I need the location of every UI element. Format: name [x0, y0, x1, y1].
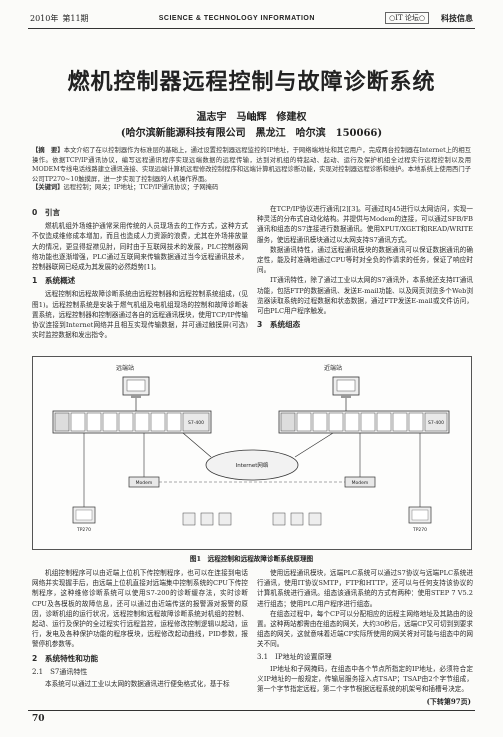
right-plc-label: S7-400 — [428, 420, 444, 426]
section-2-1-text: 本系统可以通过工业以太网的数据通讯进行便免格式化，基于标 — [45, 680, 230, 689]
issue-label: 第11期 — [62, 13, 89, 23]
left-bottom-text: 机组控制程序可以由近端上位机下传控制程序，也可以在连接到电话网络并实现握手后，由… — [32, 569, 248, 649]
header-rule — [28, 28, 475, 29]
system-diagram: 远端站 近端站 — [34, 358, 470, 548]
internet-label: Internet网络 — [236, 461, 269, 469]
right-bottom-paragraph-2: 在组态过程中，每个CP可以分配相应的远程主网络地址及其路由的设置。这种两站都需由… — [257, 609, 473, 649]
left-plc-rack: S7-400 — [52, 410, 212, 434]
section-3-1-heading: 3.1 IP地址的设置原理 — [257, 652, 332, 661]
left-modem-icon: Modem — [128, 476, 160, 488]
right-paragraph-2: 数据通讯特性，通过远程通讯模块的数据通讯可以保证数据通讯的确定性，能及时准确地通… — [257, 245, 473, 275]
section-2-1-heading: 2.1 S7通讯特性 — [32, 667, 88, 676]
issue-info: 2010年 第11期 — [30, 13, 89, 24]
section-3-1-text: IP地址和子网掩码，在组态中各个节点所指定的IP地址，必须符合定义IP地址的一般… — [257, 664, 473, 694]
local-station-title: 近端站 — [324, 364, 342, 372]
abstract-label: 【摘 要】 — [32, 147, 64, 154]
section-3-heading: 3 系统组态 — [257, 320, 301, 330]
left-monitor-icon — [122, 376, 150, 398]
remote-station-title: 远端站 — [116, 364, 134, 372]
journal-name: SCIENCE & TECHNOLOGY INFORMATION — [158, 14, 315, 22]
left-modem-label: Modem — [136, 480, 153, 486]
right-modem-label: Modem — [352, 480, 369, 486]
figure-1: 远端站 近端站 — [32, 356, 472, 550]
section-label: 科技信息 — [441, 12, 473, 23]
right-column-top: 在TCP/IP协议进行通讯[2][3]。可通过RJ45进行以太网访问，实现一种灵… — [257, 204, 473, 333]
right-network-link — [294, 432, 334, 458]
section-0-heading: 0 引言 — [32, 208, 61, 217]
footer-rule — [28, 710, 475, 711]
abstract-text: 本文介绍了在以控制器作为标准层的基础上，通过设置控制器远程监控的IP地址，于网络… — [32, 147, 471, 183]
keywords: 【关键词】远程控制；网关；IP地址；TCP/IP通讯协议；子网掩码 — [32, 182, 471, 191]
right-hmi-icon: TP270 — [408, 506, 432, 533]
left-column-bottom: 机组控制程序可以由近端上位机下传控制程序，也可以在连接到电话网络并实现握手后，由… — [32, 568, 248, 689]
page-number: 70 — [32, 714, 45, 724]
right-bottom-text: 使用远程通讯模块，远端PLC系统可以通过S7协议与远端PLC系统进行通讯，使用I… — [257, 569, 473, 608]
right-modem-icon: Modem — [344, 476, 376, 488]
year-label: 2010年 — [30, 13, 59, 23]
left-column-top: 0 引言 燃机机组外场维护通常采用传统的人员现场去的工作方式，这种方式不仅造成维… — [32, 204, 248, 340]
continued-note: (下转第97页) — [426, 697, 471, 706]
right-plc-rack: S7-400 — [278, 410, 450, 434]
article-title: 燃机控制器远程控制与故障诊断系统 — [67, 70, 436, 95]
section-0-text: 燃机机组外场维护通常采用传统的人员现场去的工作方式，这种方式不仅造成维修成本增加… — [32, 222, 248, 272]
left-plc-label: S7-400 — [188, 420, 204, 426]
keywords-label: 【关键词】 — [32, 184, 64, 191]
internet-cloud: Internet网络 — [205, 449, 299, 481]
right-hmi-label: TP270 — [412, 527, 427, 533]
section-1-text: 远程控制和远程故障诊断系统由远程控制器和远程控制系统组成，(见图1)。远程控制系… — [32, 290, 248, 340]
right-column-bottom: 使用远程通讯模块，远端PLC系统可以通过S7协议与远端PLC系统进行通讯，使用I… — [257, 568, 473, 694]
keywords-text: 远程控制；网关；IP地址；TCP/IP通讯协议；子网掩码 — [63, 184, 219, 191]
bottom-device-row — [182, 512, 322, 526]
abstract: 【摘 要】本文介绍了在以控制器作为标准层的基础上，通过设置控制器远程监控的IP地… — [32, 146, 471, 184]
section-1-heading: 1 系统概述 — [32, 276, 76, 286]
right-monitor-icon — [332, 376, 360, 398]
figure-caption: 图1 远程控制和远程故障诊断系统原理图 — [189, 555, 314, 563]
article-authors: 温志宇 马岫辉 修建权 — [196, 112, 307, 123]
right-top-text: 在TCP/IP协议进行通讯[2][3]。可通过RJ45进行以太网访问，实现一种灵… — [257, 205, 473, 244]
left-hmi-label: TP270 — [76, 527, 91, 533]
left-network-link — [182, 432, 212, 458]
forum-logo: ○IT 论坛○ — [385, 12, 429, 24]
right-paragraph-3: IT通讯特性，除了通过工业以太网的S7通讯外，本系统还支持IT通讯功能，包括FT… — [257, 276, 473, 316]
running-header: 2010年 第11期 SCIENCE & TECHNOLOGY INFORMAT… — [30, 10, 473, 26]
section-2-heading: 2 系统特性和功能 — [32, 653, 99, 663]
article-affiliation: (哈尔滨新能源科技有限公司 黑龙江 哈尔滨 150066) — [120, 128, 383, 139]
